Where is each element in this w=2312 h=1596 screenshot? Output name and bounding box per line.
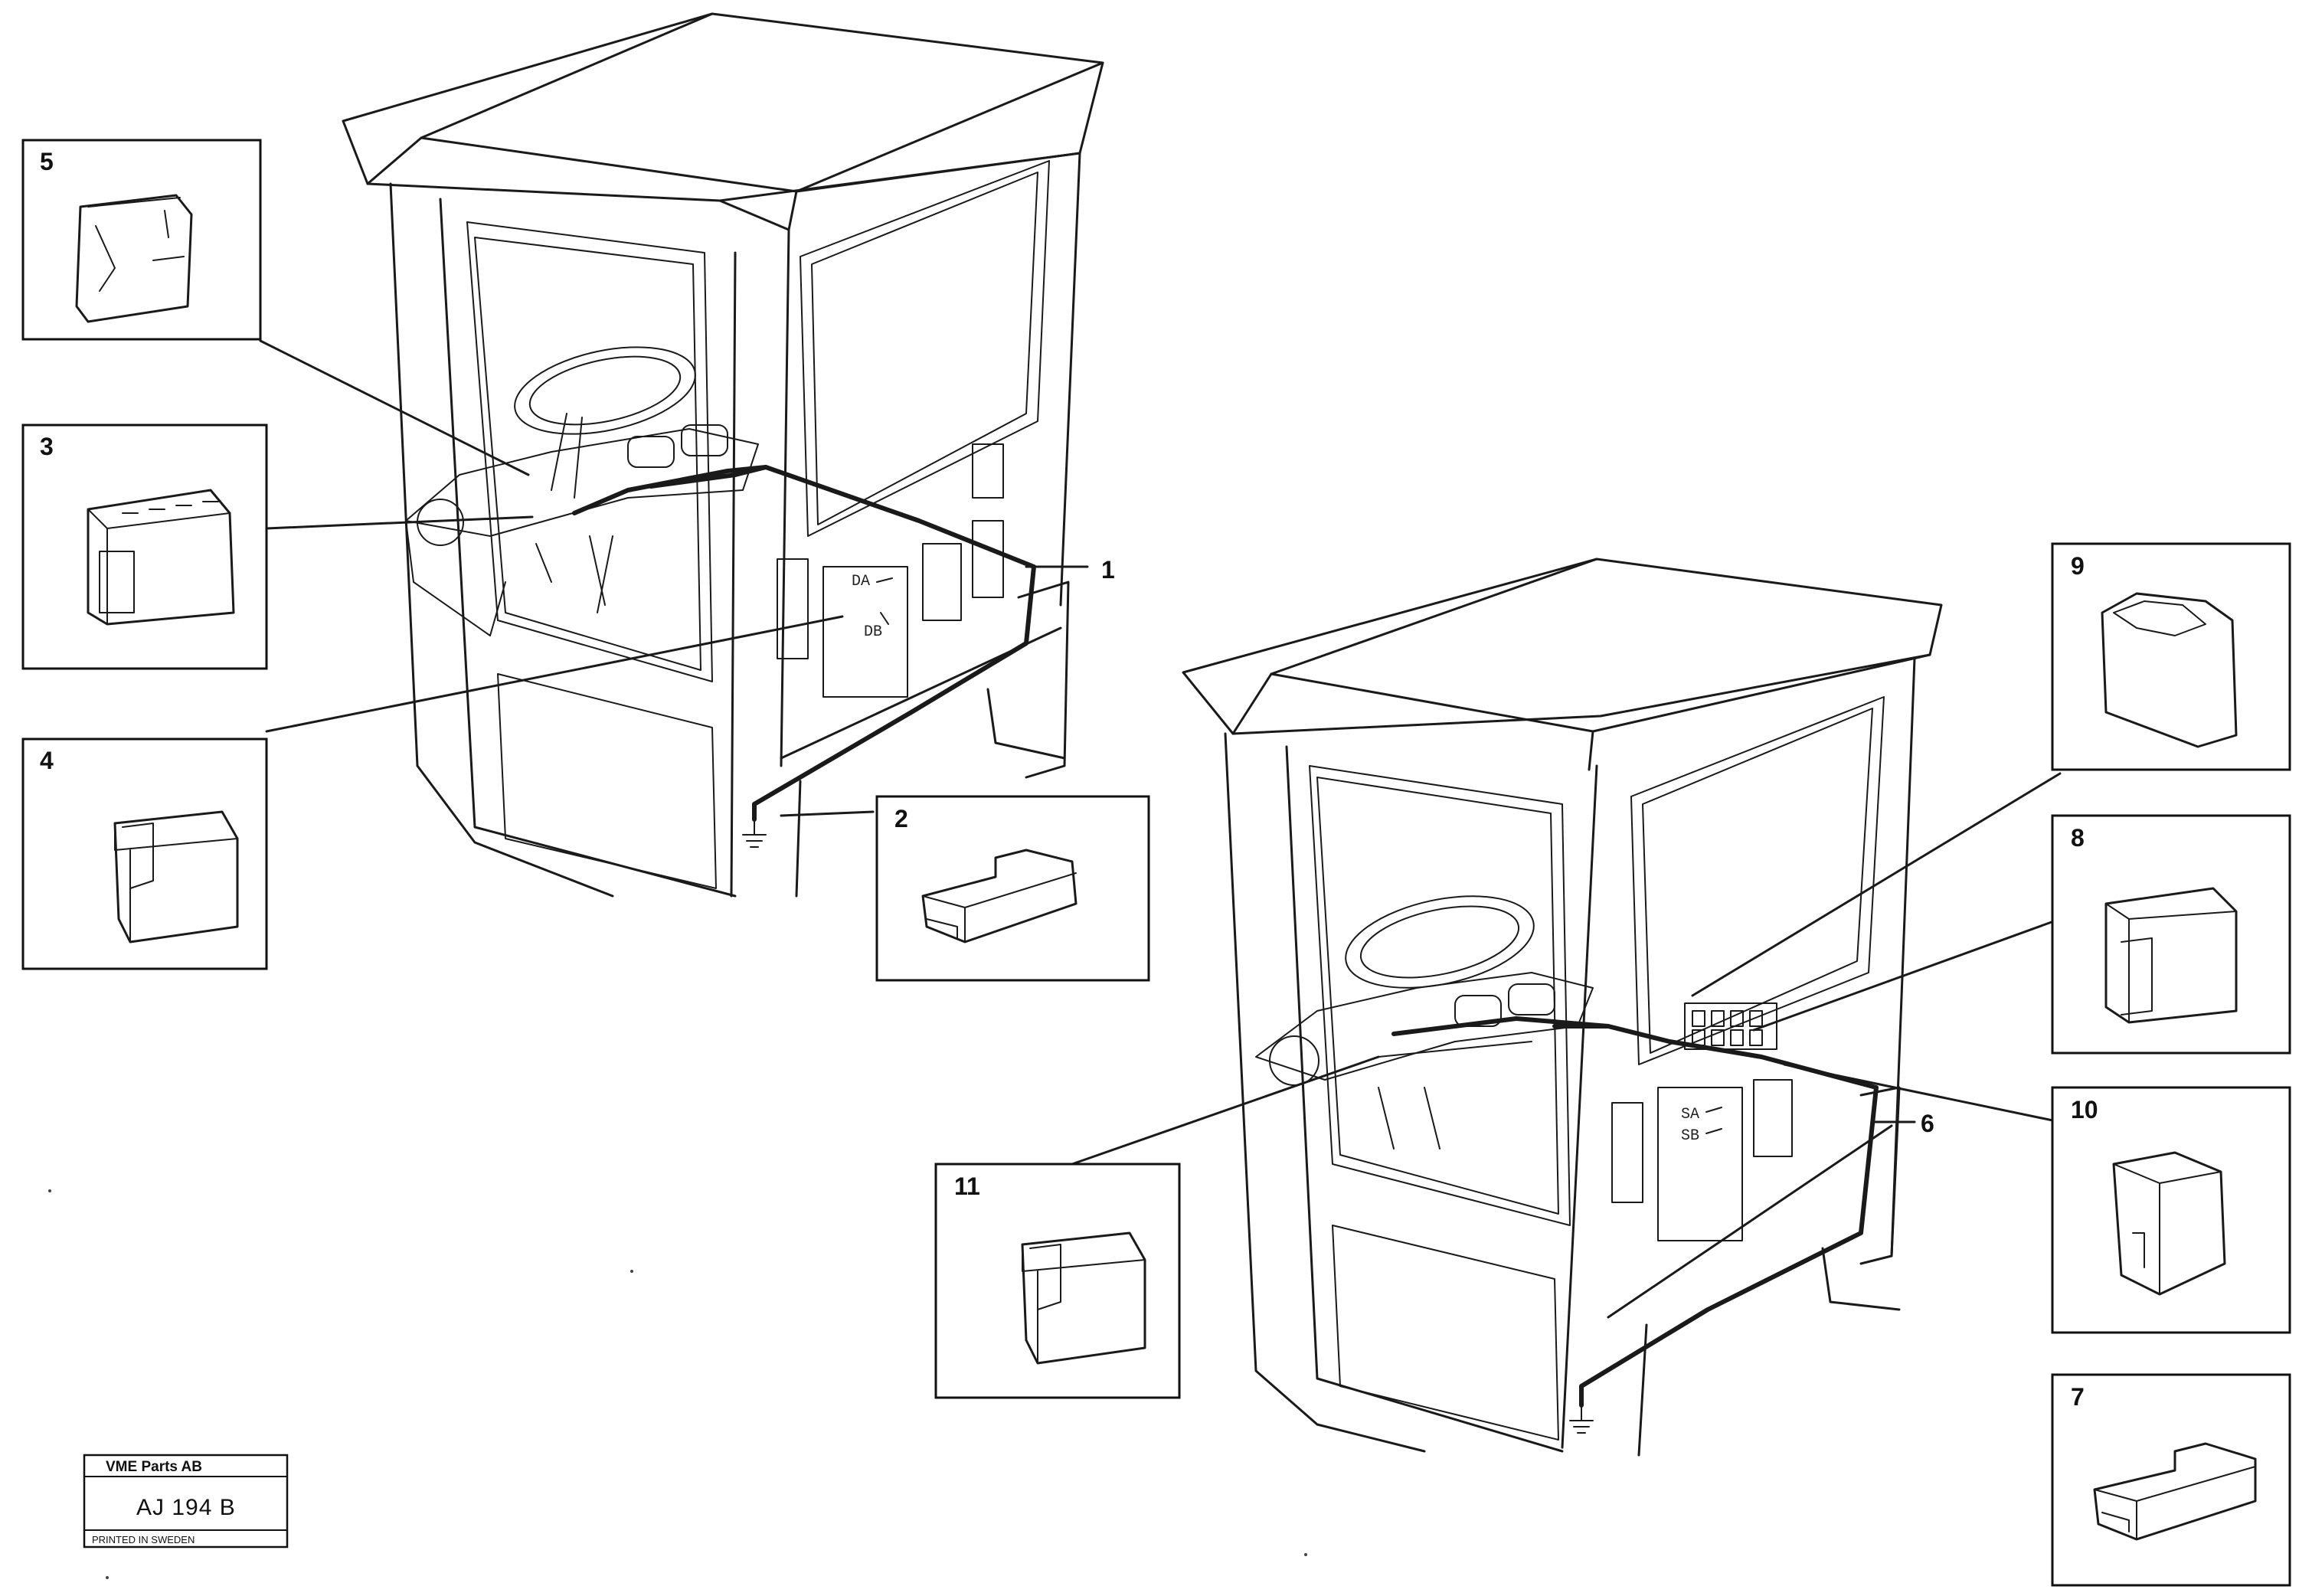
inset-4: 4	[21, 737, 268, 970]
inset-11: 11	[934, 1163, 1181, 1399]
callout-6: 6	[1921, 1110, 1934, 1137]
inset-label-11: 11	[954, 1172, 980, 1200]
inset-3: 3	[21, 424, 268, 670]
inset-5: 5	[21, 139, 262, 341]
connector-socket-icon	[75, 194, 193, 323]
inset-label-2: 2	[894, 805, 908, 832]
stamp-footer: PRINTED IN SWEDEN	[92, 1534, 195, 1545]
narrow-connector-icon	[2112, 1151, 2226, 1296]
ground-symbol-icon-2	[1569, 1405, 1594, 1434]
leader-lines	[259, 339, 2062, 1166]
inset-label-3: 3	[40, 433, 54, 460]
panel-label-da: DA	[852, 573, 870, 590]
connector-housing-icon-2	[2104, 887, 2238, 1024]
stamp-code: AJ 194 B	[136, 1495, 236, 1520]
inset-8: 8	[2051, 814, 2291, 1055]
connector-clip-icon-2	[1021, 1231, 1146, 1365]
ground-symbol-icon	[742, 819, 767, 848]
panel-label-sa: SA	[1681, 1106, 1699, 1123]
left-cab: DA DB	[342, 12, 1104, 898]
flat-connector-icon-2	[2093, 1442, 2257, 1541]
steering-wheel-icon	[514, 346, 696, 435]
inset-label-4: 4	[40, 747, 54, 774]
right-cab: SA SB	[1182, 558, 1943, 1457]
steering-wheel-icon-2	[1345, 895, 1535, 989]
inset-label-5: 5	[40, 148, 54, 175]
inset-9: 9	[2051, 542, 2291, 771]
inset-label-7: 7	[2071, 1383, 2085, 1411]
inset-label-10: 10	[2071, 1096, 2098, 1123]
connector-clip-icon	[113, 810, 239, 944]
panel-label-db: DB	[864, 623, 882, 641]
drawing-stamp: VME Parts AB AJ 194 B PRINTED IN SWEDEN	[83, 1454, 289, 1549]
round-connector-icon	[2101, 592, 2238, 748]
inset-label-8: 8	[2071, 824, 2085, 852]
stamp-company: VME Parts AB	[106, 1459, 202, 1475]
inset-label-9: 9	[2071, 552, 2085, 580]
connector-housing-icon	[87, 489, 235, 626]
panel-label-sb: SB	[1681, 1127, 1699, 1145]
callout-1: 1	[1101, 556, 1115, 584]
inset-10: 10	[2051, 1086, 2291, 1334]
inset-7: 7	[2051, 1373, 2291, 1587]
inset-2: 2	[875, 795, 1150, 982]
